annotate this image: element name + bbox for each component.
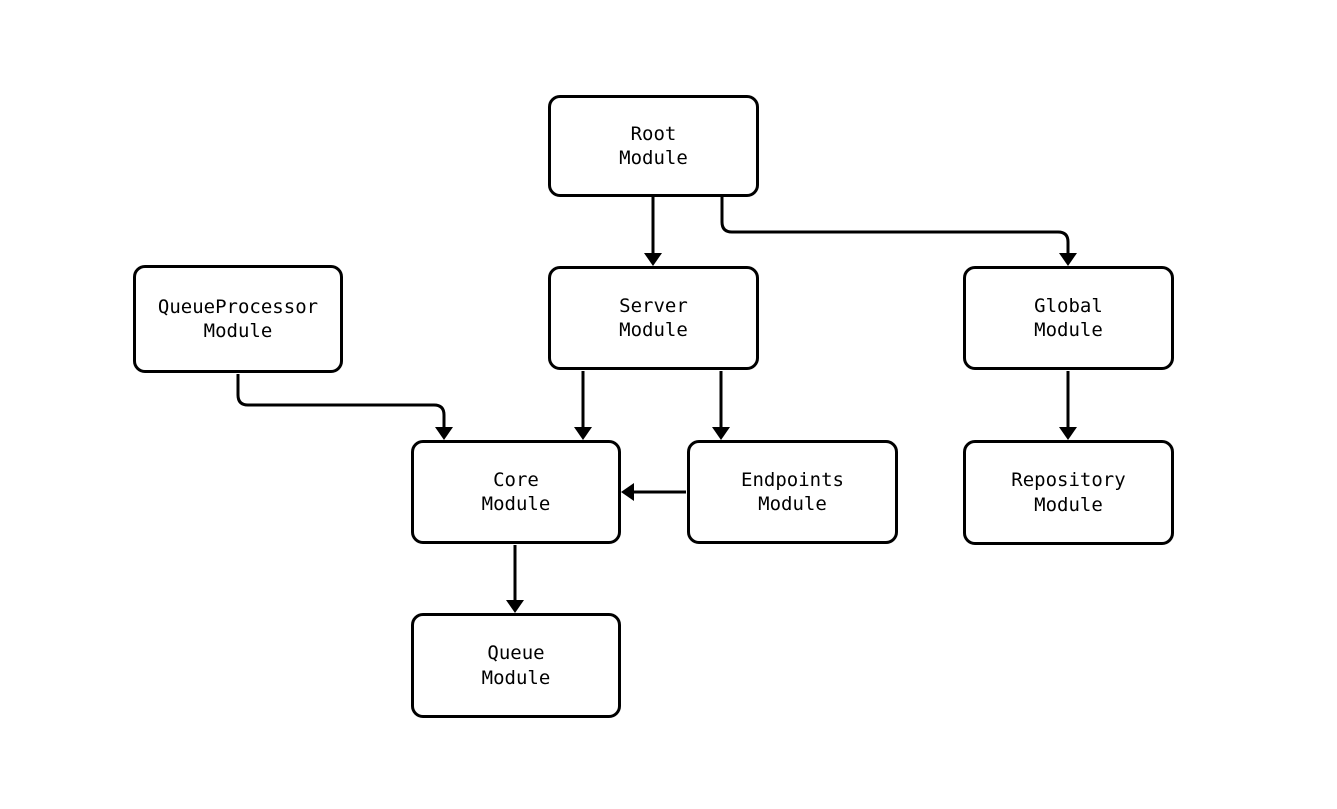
node-label-suffix: Module xyxy=(203,320,273,342)
edge-queueprocessor-to-core xyxy=(236,374,446,432)
node-label-name: Server xyxy=(619,294,688,317)
node-label-name: Queue xyxy=(487,642,545,665)
edge-root-to-global xyxy=(720,197,1070,258)
node-label-suffix: Module xyxy=(481,493,551,515)
node-label-name: Endpoints xyxy=(741,468,844,491)
node-label-suffix: Module xyxy=(758,493,827,515)
node-label-name: QueueProcessor xyxy=(157,295,319,318)
node-label-name: Global xyxy=(1034,294,1103,317)
node-label-name: Repository xyxy=(1011,469,1126,492)
node-label-suffix: Module xyxy=(619,147,688,169)
arrowhead-queueprocessor-to-core xyxy=(435,427,453,440)
node-label-name: Core xyxy=(493,468,539,491)
node-label-suffix: Module xyxy=(1034,493,1103,516)
arrowhead-root-to-server xyxy=(644,253,662,266)
arrowhead-endpoints-to-core xyxy=(621,483,634,501)
arrowhead-root-to-global xyxy=(1059,253,1077,266)
arrowhead-server-to-core xyxy=(574,427,592,440)
node-label-suffix: Module xyxy=(481,666,551,689)
node-label-suffix: Module xyxy=(1034,319,1103,341)
arrowhead-global-to-repository xyxy=(1059,427,1077,440)
node-label-name: Root xyxy=(630,122,677,145)
arrowhead-server-to-endpoints xyxy=(712,427,730,440)
node-label-suffix: Module xyxy=(619,319,688,341)
arrowhead-core-to-queue xyxy=(506,600,524,613)
